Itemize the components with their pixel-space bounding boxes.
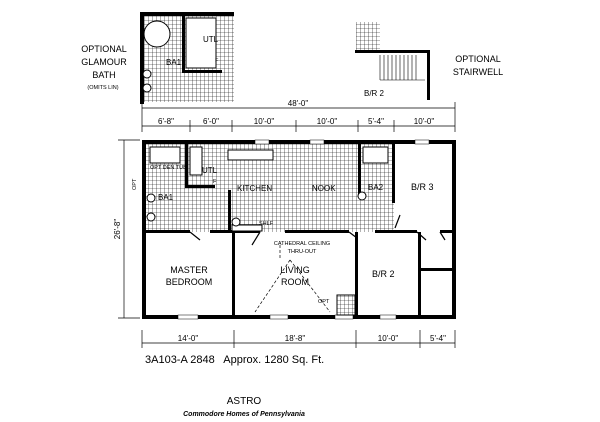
f-label: F — [213, 179, 217, 185]
bedroom3-label: B/R 3 — [411, 182, 434, 192]
glamour-note: (OMITS LIN) — [87, 85, 118, 91]
ceiling-note-2: THRU-OUT — [288, 249, 317, 255]
opt-label: OPT — [132, 178, 138, 190]
top-dim-1: 6'-8" — [158, 117, 174, 126]
nook-label: NOOK — [312, 184, 336, 193]
opt-stair-label: OPT — [318, 299, 330, 305]
bottom-dim-4: 5'-4" — [430, 334, 446, 343]
stairwell-title-1: OPTIONAL — [455, 54, 501, 64]
kitchen-label: KITCHEN — [237, 184, 272, 193]
dimension-lines — [118, 102, 456, 348]
master-bedroom-label-1: MASTER — [170, 265, 208, 275]
top-dim-2: 6'-0" — [203, 117, 219, 126]
top-dim-3: 10'-0" — [254, 117, 275, 126]
model-name: ASTRO — [227, 396, 262, 407]
stairwell-title-2: STAIRWELL — [453, 67, 503, 77]
bottom-dim-1: 14'-0" — [178, 334, 199, 343]
top-dim-4: 10'-0" — [317, 117, 338, 126]
glamour-bath-label: BA1 — [166, 58, 182, 67]
overall-width-dim: 48'-0" — [288, 99, 309, 108]
bottom-dim-2: 18'-8" — [285, 334, 306, 343]
bath1-label: BA1 — [158, 193, 174, 202]
opt-den-tub-label: OPT DEN TUB — [150, 165, 187, 171]
living-room-label-2: ROOM — [281, 277, 309, 287]
stairwell-br2-label: B/R 2 — [364, 89, 385, 98]
top-dim-5: 5'-4" — [368, 117, 384, 126]
ceiling-note-1: CATHEDRAL CEILING — [274, 241, 330, 247]
bath2-label: BA2 — [368, 183, 384, 192]
bottom-dim-3: 10'-0" — [378, 334, 399, 343]
main-floor-plan: KITCHEN NOOK UTL BA1 BA2 B/R 3 B/R 2 MAS… — [132, 139, 456, 320]
top-dim-6: 10'-0" — [414, 117, 435, 126]
utility-label: UTL — [202, 166, 218, 175]
overall-depth-dim: 26'-8" — [113, 219, 122, 240]
glamour-title-2: GLAMOUR — [81, 57, 127, 67]
plan-info: 3A103-A 2848 Approx. 1280 Sq. Ft. — [145, 354, 324, 366]
bedroom2-label: B/R 2 — [372, 269, 395, 279]
shelf-label: SHLF — [259, 221, 274, 227]
glamour-title-1: OPTIONAL — [81, 44, 127, 54]
glamour-bath-inset: OPTIONAL GLAMOUR BATH (OMITS LIN) BA1 UT… — [81, 12, 234, 104]
manufacturer-name: Commodore Homes of Pennsylvania — [183, 411, 305, 418]
living-room-label-1: LIVING — [280, 265, 310, 275]
stairwell-inset: B/R 2 OPTIONAL STAIRWELL — [355, 22, 503, 100]
glamour-title-3: BATH — [92, 70, 115, 80]
glamour-f-label: F — [215, 58, 219, 64]
glamour-utl-label: UTL — [203, 35, 219, 44]
master-bedroom-label-2: BEDROOM — [166, 277, 213, 287]
